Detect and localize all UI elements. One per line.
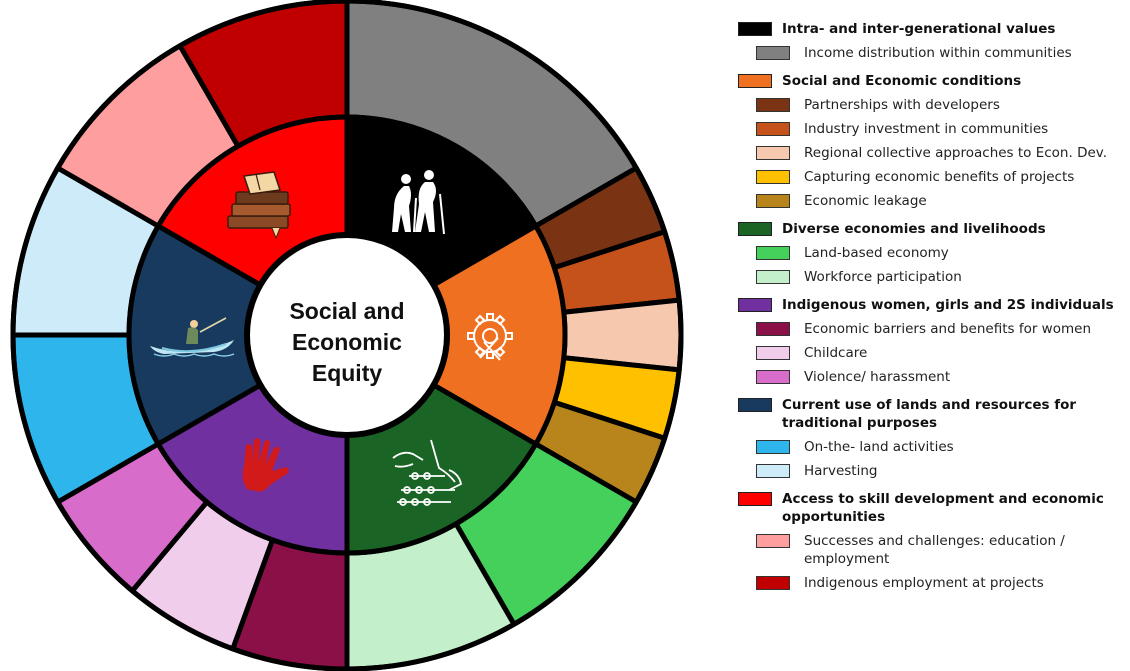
- center-circle: Social and Economic Equity: [244, 232, 450, 438]
- legend-swatch: [756, 170, 790, 184]
- legend-subitem: Economic barriers and benefits for women: [756, 320, 1128, 338]
- legend-group: Access to skill development and economic…: [738, 490, 1128, 592]
- legend-subitem: On-the- land activities: [756, 438, 1128, 456]
- legend-subitem: Successes and challenges: education / em…: [756, 532, 1128, 568]
- center-title-line-2: Economic: [292, 329, 402, 355]
- legend-subitem: Capturing economic benefits of projects: [756, 168, 1128, 186]
- legend-swatch: [738, 492, 772, 506]
- legend-swatch: [756, 464, 790, 478]
- legend-swatch: [756, 346, 790, 360]
- legend-subitem: Economic leakage: [756, 192, 1128, 210]
- legend-category-label: Indigenous women, girls and 2S individua…: [782, 297, 1114, 313]
- legend-subitem-label: Industry investment in communities: [804, 121, 1049, 137]
- center-title-line-3: Equity: [312, 360, 382, 386]
- legend-swatch: [756, 534, 790, 548]
- legend-category-label: Intra- and inter-generational values: [782, 21, 1056, 37]
- legend-swatch: [756, 270, 790, 284]
- legend-subitem-label: Regional collective approaches to Econ. …: [804, 145, 1108, 161]
- legend-swatch: [756, 576, 790, 590]
- legend-swatch: [738, 298, 772, 312]
- legend-swatch: [756, 322, 790, 336]
- legend-subitem-label: Partnerships with developers: [804, 97, 1000, 113]
- legend-swatch: [756, 246, 790, 260]
- gear-tools-icon: [467, 313, 513, 361]
- legend-category-label: Diverse economies and livelihoods: [782, 221, 1046, 237]
- legend-subitem: Regional collective approaches to Econ. …: [756, 144, 1128, 162]
- legend-category-label: Social and Economic conditions: [782, 73, 1022, 89]
- legend-subitem-label: Land-based economy: [804, 245, 949, 261]
- red-hand-icon: [242, 438, 289, 492]
- outer-border: [10, 0, 684, 671]
- legend-subitem-label: Capturing economic benefits of projects: [804, 169, 1075, 185]
- legend-swatch: [756, 440, 790, 454]
- legend-subitem-label: Workforce participation: [804, 269, 962, 285]
- legend-subitem: Violence/ harassment: [756, 368, 1128, 386]
- category-icons: [150, 170, 513, 506]
- legend-subitem-label: Economic leakage: [804, 193, 927, 209]
- legend-subitem: Childcare: [756, 344, 1128, 362]
- legend-swatch: [756, 146, 790, 160]
- legend-category: Social and Economic conditions: [738, 72, 1128, 90]
- legend-category: Access to skill development and economic…: [738, 490, 1128, 526]
- canoe-fisher-icon: [150, 317, 235, 357]
- legend-subitem-label: Income distribution within communities: [804, 45, 1072, 61]
- legend-subitem-label: Childcare: [804, 345, 868, 361]
- center-title-line-1: Social and: [289, 298, 404, 324]
- legend-subitem: Land-based economy: [756, 244, 1128, 262]
- legend-category: Current use of lands and resources for t…: [738, 396, 1128, 432]
- legend-subitem-label: Successes and challenges: education / em…: [804, 533, 1065, 567]
- legend-swatch: [756, 46, 790, 60]
- legend-subitem-label: Economic barriers and benefits for women: [804, 321, 1091, 337]
- legend-category-label: Access to skill development and economic…: [782, 491, 1104, 525]
- legend-subitem: Workforce participation: [756, 268, 1128, 286]
- legend-swatch: [738, 22, 772, 36]
- legend-subitem: Income distribution within communities: [756, 44, 1128, 62]
- legend-swatch: [756, 194, 790, 208]
- legend-group: Indigenous women, girls and 2S individua…: [738, 296, 1128, 386]
- books-icon: [227, 171, 291, 240]
- legend-swatch: [756, 122, 790, 136]
- legend-subitem: Partnerships with developers: [756, 96, 1128, 114]
- legend-subitem-label: Indigenous employment at projects: [804, 575, 1044, 591]
- legend-category: Diverse economies and livelihoods: [738, 220, 1128, 238]
- legend-subitem: Indigenous employment at projects: [756, 574, 1128, 592]
- legend-subitem-label: Violence/ harassment: [804, 369, 951, 385]
- legend-subitem-label: Harvesting: [804, 463, 878, 479]
- legend-swatch: [756, 370, 790, 384]
- legend-swatch: [738, 398, 772, 412]
- legend-category: Indigenous women, girls and 2S individua…: [738, 296, 1128, 314]
- legend-swatch: [756, 98, 790, 112]
- legend-category: Intra- and inter-generational values: [738, 20, 1128, 38]
- legend-swatch: [738, 222, 772, 236]
- legend-subitem-label: On-the- land activities: [804, 439, 954, 455]
- legend-subitem: Harvesting: [756, 462, 1128, 480]
- legend-group: Current use of lands and resources for t…: [738, 396, 1128, 480]
- hands-abacus-icon: [392, 439, 463, 506]
- equity-wheel: Social and Economic Equity: [10, 0, 684, 671]
- legend-subitem: Industry investment in communities: [756, 120, 1128, 138]
- legend-swatch: [738, 74, 772, 88]
- elderly-couple-icon: [392, 170, 445, 235]
- legend-category-label: Current use of lands and resources for t…: [782, 397, 1077, 431]
